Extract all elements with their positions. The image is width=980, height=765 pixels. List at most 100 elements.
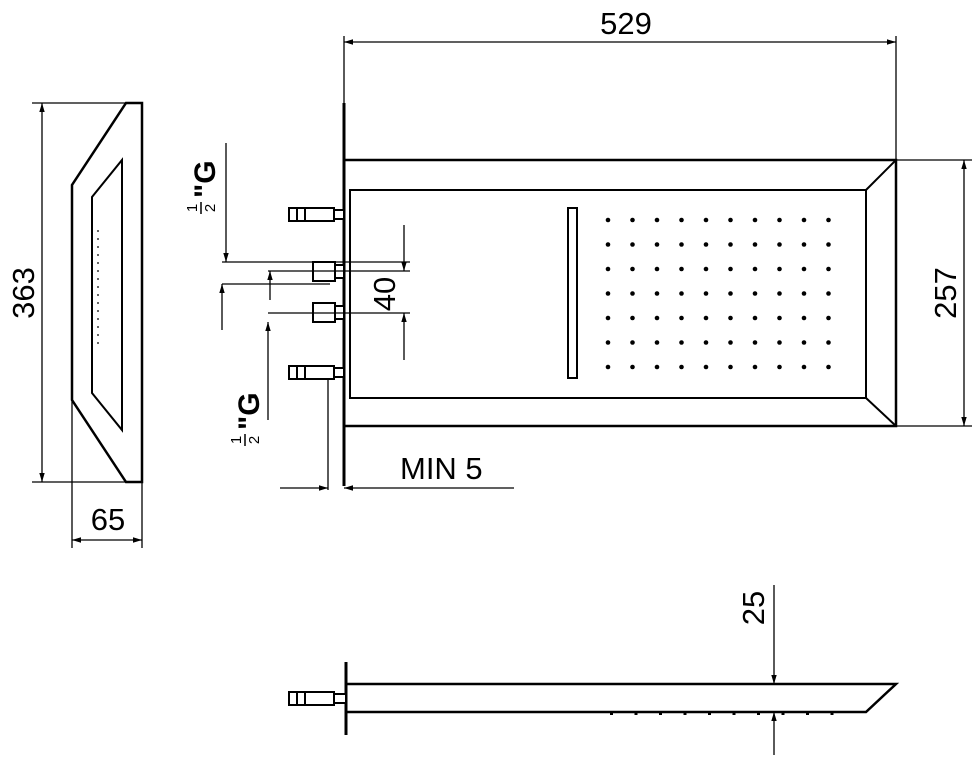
- nozzle-dot: [654, 291, 660, 296]
- nozzle-dot: [605, 217, 611, 223]
- bottom-nozzle: [830, 711, 834, 715]
- bottom-nozzle: [634, 711, 638, 715]
- thread-upper-leader: [219, 143, 273, 330]
- nozzle-dot: [654, 364, 660, 370]
- side-view: [70, 101, 144, 484]
- nozzle-dot: [752, 291, 758, 296]
- dim-363-label: 363: [6, 267, 41, 319]
- bottom-nozzle: [806, 711, 809, 715]
- nozzle-dot: [728, 340, 733, 345]
- side-view-inner-outline: [91, 157, 123, 433]
- nozzle-dot: [826, 217, 831, 223]
- dim-257: [896, 159, 972, 427]
- nozzle-dot: [605, 291, 611, 296]
- nozzle-dot: [703, 315, 709, 321]
- nozzle-dot: [630, 340, 635, 345]
- nozzle-dot: [703, 340, 709, 345]
- nozzle-dot: [826, 340, 831, 345]
- nozzle-grid: [605, 217, 831, 370]
- nozzle-dot: [630, 291, 635, 296]
- bottom-nozzle: [781, 711, 785, 715]
- nozzle-dot: [826, 291, 831, 296]
- nozzle-dot: [605, 340, 611, 345]
- nozzle-dot: [826, 266, 831, 272]
- nozzle-dot: [752, 364, 758, 370]
- nozzle-dot: [752, 340, 758, 345]
- nozzle-dot: [654, 266, 660, 272]
- nozzle-dot: [728, 242, 733, 247]
- nozzle-dot: [801, 266, 807, 272]
- nozzle-dot: [605, 315, 611, 321]
- nozzle-dot: [777, 315, 782, 321]
- bottom-fitting: [288, 691, 347, 706]
- bottom-nozzle: [708, 711, 711, 715]
- side-view-outline: [70, 101, 144, 484]
- nozzle-dot: [801, 291, 807, 296]
- nozzle-dot: [679, 242, 684, 247]
- nozzle-dot: [679, 266, 684, 272]
- nozzle-dot: [728, 266, 733, 272]
- fitting-bottom: [288, 365, 345, 380]
- svg-text:1: 1: [184, 204, 201, 212]
- front-view: [342, 103, 898, 486]
- dim-min5-label: MIN 5: [400, 451, 483, 486]
- dim-529-label: 529: [600, 6, 652, 41]
- nozzle-dot: [728, 315, 733, 321]
- nozzle-dot: [605, 266, 611, 272]
- nozzle-dot: [728, 291, 733, 296]
- bottom-nozzle: [732, 711, 736, 715]
- nozzle-dot: [679, 340, 684, 345]
- nozzle-dot: [777, 291, 782, 296]
- nozzle-dot: [826, 364, 831, 370]
- nozzle-dot: [630, 242, 635, 247]
- nozzle-dot: [752, 266, 758, 272]
- nozzle-dot: [630, 315, 635, 321]
- svg-text:"G: "G: [189, 160, 222, 198]
- nozzle-dot: [777, 266, 782, 272]
- nozzle-dot: [801, 242, 807, 247]
- nozzle-dot: [752, 242, 758, 247]
- nozzle-dot: [605, 242, 611, 247]
- nozzle-dot: [801, 340, 807, 345]
- dim-65: [71, 400, 143, 548]
- nozzle-dot: [728, 364, 733, 370]
- nozzle-dot: [630, 364, 635, 370]
- svg-text:2: 2: [246, 436, 263, 444]
- bottom-nozzle: [683, 711, 687, 715]
- dim-40: [222, 225, 410, 360]
- svg-text:"G: "G: [233, 392, 266, 430]
- nozzle-dot: [801, 217, 807, 223]
- nozzle-dot: [703, 242, 709, 247]
- nozzle-dot: [777, 364, 782, 370]
- waterfall-slot: [567, 207, 578, 379]
- dim-529: [343, 36, 897, 160]
- bottom-body: [346, 682, 900, 714]
- nozzle-dot: [630, 266, 635, 272]
- nozzle-dot: [826, 242, 831, 247]
- nozzle-dot: [605, 364, 611, 370]
- nozzle-dot: [777, 340, 782, 345]
- dim-40-label: 40: [367, 277, 402, 311]
- thread-upper-label: 1 2 "G: [184, 160, 222, 214]
- dim-65-label: 65: [91, 502, 125, 537]
- nozzle-dot: [752, 315, 758, 321]
- nozzle-dot: [679, 364, 684, 370]
- dim-257-label: 257: [928, 267, 963, 319]
- nozzle-dot: [826, 315, 831, 321]
- nozzle-dot: [703, 364, 709, 370]
- dim-25-label: 25: [736, 591, 771, 625]
- bottom-nozzle: [610, 711, 613, 715]
- dim-363: [32, 102, 142, 483]
- nozzle-dot: [630, 217, 635, 223]
- nozzle-dot: [654, 315, 660, 321]
- nozzle-dot: [703, 266, 709, 272]
- nozzle-dot: [703, 291, 709, 296]
- thread-lower-leader: [265, 322, 329, 490]
- nozzle-dot: [654, 242, 660, 247]
- nozzle-dot: [703, 217, 709, 223]
- nozzle-dot: [679, 217, 684, 223]
- nozzle-dot: [654, 340, 660, 345]
- nozzle-dot: [777, 242, 782, 247]
- bottom-nozzle: [757, 711, 760, 715]
